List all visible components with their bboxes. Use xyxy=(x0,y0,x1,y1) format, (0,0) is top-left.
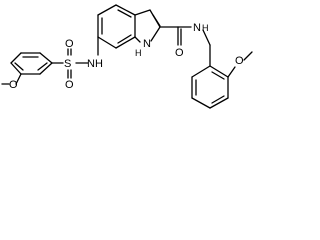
amide-group xyxy=(159,26,211,46)
sulfonyl-oxygen-bottom: O xyxy=(65,79,74,91)
methoxybenzyl-ring xyxy=(191,44,253,109)
structure-svg: O S O O NH N H O N H O xyxy=(1,4,253,109)
sulfur-atom: S xyxy=(64,58,71,70)
indole-nitrogen: N xyxy=(143,38,151,50)
methoxy-oxygen-right: O xyxy=(235,55,244,67)
amide-oxygen: O xyxy=(175,47,184,59)
molecule-drawing: O S O O NH N H O N H O xyxy=(0,0,254,116)
methoxy-oxygen-left: O xyxy=(9,79,18,91)
indole-pyrrole-ring xyxy=(134,9,161,43)
amide-nitrogen: N xyxy=(193,22,201,34)
indole-benzene-ring xyxy=(97,4,136,49)
indole-hydrogen: H xyxy=(135,48,142,58)
sulfonamide-link xyxy=(51,36,99,79)
methoxyphenyl-ring xyxy=(1,52,53,85)
amide-hydrogen: H xyxy=(202,23,209,33)
sulfonyl-oxygen-top: O xyxy=(65,38,74,50)
sulfonamide-nh: NH xyxy=(87,58,103,70)
